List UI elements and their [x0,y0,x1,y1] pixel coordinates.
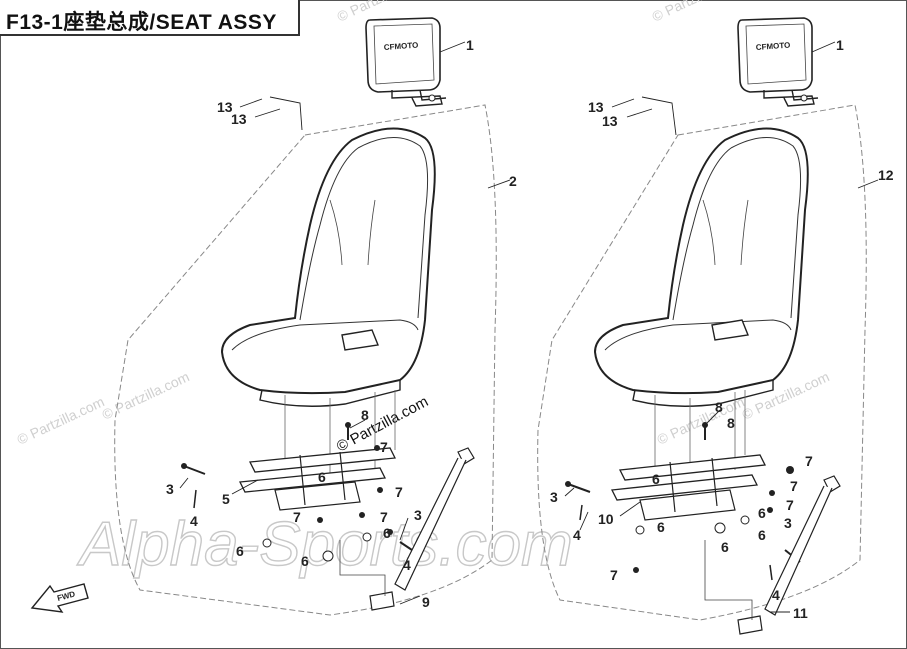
callout-nut: 6 [758,505,766,521]
watermark-alpha-sports: Alpha-Sports.com [76,510,573,579]
callout-nut: 6 [652,471,660,487]
callout-spacer: 10 [598,511,614,527]
left-seat-assembly: CFMOTO [114,17,517,616]
callout-headrest: 1 [466,37,474,53]
callout-seat: 2 [509,173,517,189]
fwd-arrow: FWD [30,583,89,613]
headrest: CFMOTO [365,17,447,107]
callout-nut: 6 [721,539,729,555]
seat-rail-frame [610,454,767,521]
seat-group-outline [537,104,867,621]
watermark-partzilla: © Partzilla.com [100,368,192,422]
callout-nut: 7 [380,509,388,525]
callout-pin: 4 [573,527,581,543]
callout-nut: 6 [758,527,766,543]
seat-belt [339,447,475,611]
callout-headrest: 1 [836,37,844,53]
callout-screw: 8 [715,399,723,415]
callout-nut: 6 [383,525,391,541]
callout-nut: 6 [236,543,244,559]
callout-bolt: 13 [588,99,604,115]
seat-belt [704,475,841,635]
callout-nut: 7 [380,439,388,455]
seat-body [220,127,436,407]
callout-belt: 11 [793,605,808,621]
callout-seat: 12 [878,167,894,183]
seat-body [593,127,809,407]
callout-bolt: 13 [217,99,233,115]
callout-nut: 7 [395,484,403,500]
callout-screw: 8 [361,407,369,423]
callout-pin-right: 4 [772,587,780,603]
callout-washer-right: 3 [414,507,422,523]
callout-nut: 6 [318,469,326,485]
callout-nut: 7 [805,453,813,469]
title-box: F13-1座垫总成/SEAT ASSY [0,0,300,36]
callout-washer: 3 [166,481,174,497]
callout-pin-right: 4 [403,557,411,573]
callout-nut: 7 [293,509,301,525]
callout-bolt: 13 [231,111,247,127]
watermarks: © Partzilla.com © Partzilla.com © Partzi… [15,0,832,580]
seat-group-outline [114,104,497,616]
callout-screw: 8 [727,415,735,431]
callout-nut: 7 [610,567,618,583]
watermark-partzilla: © Partzilla.com [15,393,107,447]
callout-nut: 6 [657,519,665,535]
headrest-logo: CFMOTO [756,41,791,52]
callout-nut: 7 [790,478,798,494]
right-seat-assembly: CFMOTO [537,17,894,635]
leader-lines [179,41,511,605]
headrest: CFMOTO [737,17,819,107]
callout-washer-right: 3 [784,515,792,531]
callout-nut: 7 [786,497,794,513]
callout-pin: 4 [190,513,198,529]
callout-rail: 5 [222,491,230,507]
page-title: F13-1座垫总成/SEAT ASSY [6,11,277,34]
watermark-partzilla: © Partzilla.com [650,0,742,25]
callout-washer: 3 [550,489,558,505]
callout-belt: 9 [422,594,430,610]
fasteners [565,422,801,581]
leader-lines [564,41,879,613]
callout-bolt: 13 [602,113,618,129]
callout-nut: 6 [301,553,309,569]
seat-rail-frame [238,447,397,511]
fasteners [181,422,416,576]
headrest-logo: CFMOTO [384,41,419,52]
